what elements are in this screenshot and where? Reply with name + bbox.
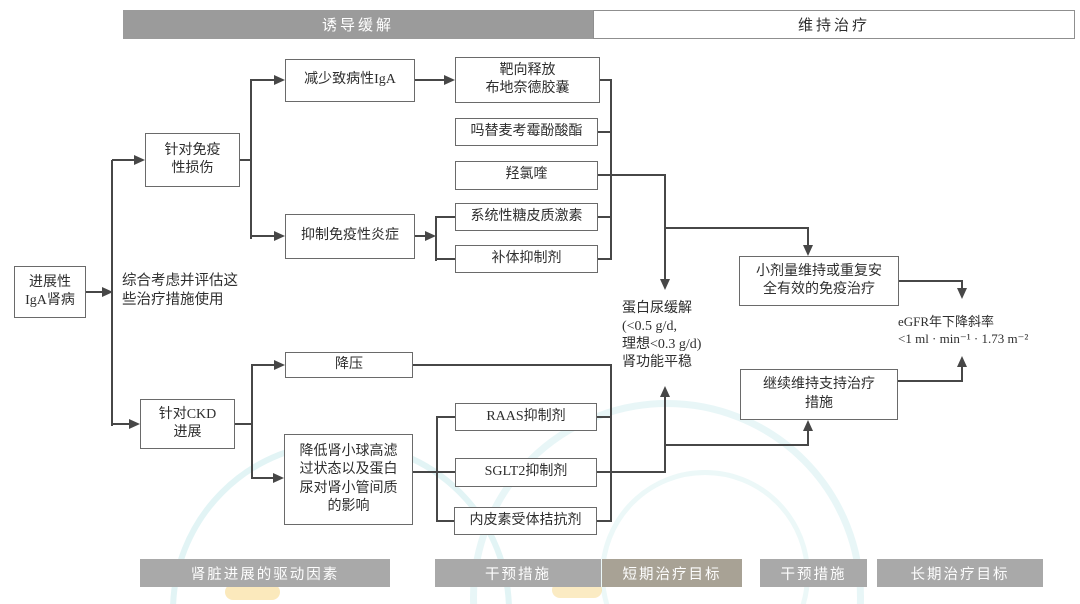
node-continue-support: 继续维持支持治疗 措施 (740, 369, 898, 420)
flow-line (807, 431, 809, 445)
node-mmf: 吗替麦考霉酚酸酯 (455, 118, 598, 146)
flow-line (413, 471, 455, 473)
flow-line (598, 216, 612, 218)
flow-line (598, 79, 612, 81)
footer-label-intervention-1: 干预措施 (435, 559, 601, 587)
flow-line (435, 216, 437, 261)
arrow-right-icon (129, 419, 140, 429)
flow-line (251, 364, 253, 479)
flow-line (251, 79, 274, 81)
flow-line (235, 423, 252, 425)
footer-label-drivers: 肾脏进展的驱动因素 (140, 559, 390, 587)
node-reduce-hyperfiltration: 降低肾小球高滤 过状态以及蛋白 尿对肾小管间质 的影响 (284, 434, 413, 525)
node-hcq: 羟氯喹 (455, 161, 598, 190)
watermark-blob (225, 584, 280, 600)
arrow-up-icon (803, 420, 813, 431)
node-suppress-inflammation: 抑制免疫性炎症 (285, 214, 415, 259)
arrow-right-icon (273, 473, 284, 483)
arrow-right-icon (425, 231, 436, 241)
arrow-down-icon (957, 288, 967, 299)
footer-label-short-term-goal: 短期治疗目标 (602, 559, 742, 587)
node-ckd-progression: 针对CKD 进展 (140, 399, 235, 449)
arrow-right-icon (134, 155, 145, 165)
footer-label-intervention-2: 干预措施 (760, 559, 867, 587)
node-antihypertensive: 降压 (285, 352, 413, 378)
phase-maintenance-label: 维持治疗 (797, 18, 870, 34)
arrow-right-icon (274, 75, 285, 85)
flow-line (597, 520, 612, 522)
flow-line (251, 235, 274, 237)
flow-line (664, 397, 666, 472)
arrow-right-icon (274, 360, 285, 370)
flow-line (436, 416, 438, 522)
flow-line (899, 280, 963, 282)
phase-bar-maintenance: 维持治疗 (593, 10, 1075, 39)
node-raas-inhibitor: RAAS抑制剂 (455, 403, 597, 431)
flow-line (597, 471, 666, 473)
node-immune-injury: 针对免疫 性损伤 (145, 133, 240, 187)
flow-line (436, 216, 455, 218)
arrow-down-icon (803, 245, 813, 256)
flow-line (252, 477, 274, 479)
note-consider: 综合考虑并评估这 些治疗措施使用 (122, 273, 238, 308)
footer-short-term-text: 短期治疗目标 (622, 566, 722, 583)
flow-line (437, 416, 455, 418)
flow-line (610, 79, 612, 260)
node-steroids: 系统性糖皮质激素 (455, 203, 598, 231)
footer-label-long-term-goal: 长期治疗目标 (877, 559, 1043, 587)
flow-line (598, 258, 612, 260)
footer-long-term-text: 长期治疗目标 (910, 566, 1010, 583)
note-egfr-goal: eGFR年下降斜率 <1 ml · min⁻¹ · 1.73 m⁻² (898, 314, 1029, 346)
footer-intervention1-text: 干预措施 (485, 566, 551, 583)
flow-line (664, 444, 809, 446)
flow-line (597, 416, 612, 418)
flow-line (112, 159, 134, 161)
arrow-down-icon (660, 279, 670, 290)
footer-intervention2-text: 干预措施 (780, 566, 847, 583)
flow-line (598, 131, 612, 133)
phase-bar-induction: 诱导缓解 (123, 10, 593, 39)
flow-line (413, 364, 612, 366)
flow-line (664, 227, 809, 229)
footer-drivers-text: 肾脏进展的驱动因素 (190, 566, 340, 583)
arrow-right-icon (274, 231, 285, 241)
arrow-up-icon (957, 356, 967, 367)
flow-line (415, 79, 444, 81)
note-proteinuria-goal: 蛋白尿缓解 (<0.5 g/d, 理想<0.3 g/d) 肾功能平稳 (622, 301, 702, 370)
node-progressive-iga: 进展性 IgA肾病 (14, 266, 86, 318)
node-reduce-iga: 减少致病性IgA (285, 59, 415, 102)
node-sglt2-inhibitor: SGLT2抑制剂 (455, 458, 597, 487)
flow-line (610, 364, 612, 522)
node-endothelin-antagonist: 内皮素受体拮抗剂 (454, 507, 597, 535)
flow-line (437, 520, 454, 522)
flow-line (436, 258, 455, 260)
arrow-up-icon (660, 386, 670, 397)
flow-line (86, 291, 103, 293)
flow-line (415, 235, 426, 237)
node-complement: 补体抑制剂 (455, 245, 598, 273)
flow-line (111, 160, 113, 426)
flow-line (807, 227, 809, 246)
node-budesonide: 靶向释放 布地奈德胶囊 (455, 57, 600, 103)
flow-line (598, 174, 666, 176)
flow-line (240, 159, 251, 161)
flow-line (898, 380, 963, 382)
flow-line (961, 280, 963, 289)
flow-line (250, 79, 252, 239)
arrow-right-icon (102, 287, 113, 297)
node-low-dose-maintain: 小剂量维持或重复安 全有效的免疫治疗 (739, 256, 899, 306)
flow-line (961, 367, 963, 381)
flow-line (112, 423, 130, 425)
phase-induction-label: 诱导缓解 (321, 18, 394, 34)
arrow-right-icon (444, 75, 455, 85)
flow-line (252, 364, 274, 366)
